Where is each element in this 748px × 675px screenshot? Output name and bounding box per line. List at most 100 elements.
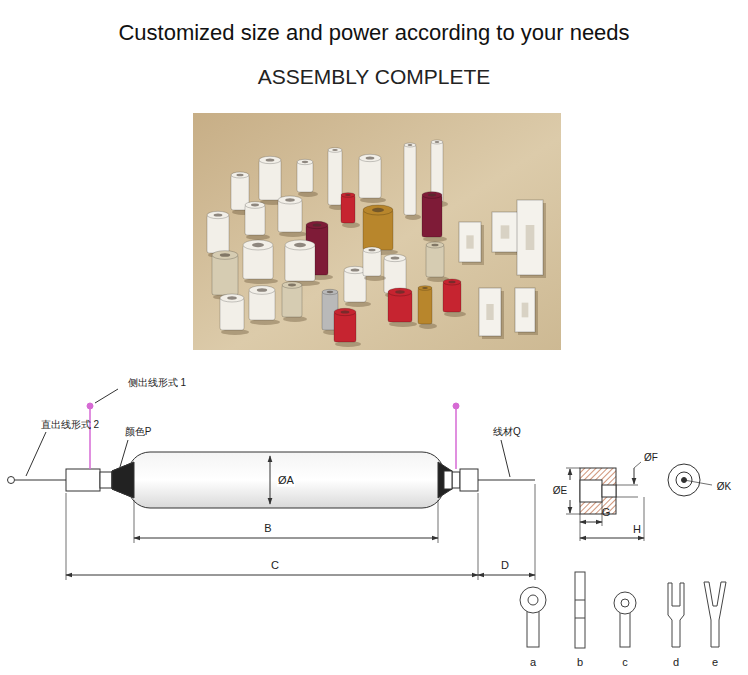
extension-line	[66, 493, 67, 580]
part-top	[418, 286, 432, 291]
extension-line	[644, 497, 645, 541]
side-wire	[455, 409, 457, 469]
dimension-label: ØE	[553, 485, 567, 497]
part-hole	[294, 243, 306, 247]
ceramic-part	[404, 145, 416, 215]
part-hole	[214, 213, 223, 216]
fork-terminal	[704, 582, 726, 647]
part-top	[285, 240, 315, 250]
part-hole	[448, 281, 455, 284]
part-hole	[285, 198, 295, 201]
part-hole	[252, 243, 264, 247]
dimension-label: C	[271, 559, 279, 572]
ceramic-block	[515, 288, 535, 332]
ceramic-part	[426, 245, 444, 277]
lead-wire	[15, 480, 66, 481]
part-top	[297, 159, 313, 164]
part-top	[363, 247, 381, 253]
part-hole	[257, 288, 267, 292]
part-top	[207, 211, 229, 218]
ceramic-part	[443, 282, 461, 312]
end-cap	[460, 469, 478, 491]
ceramic-part	[207, 215, 229, 253]
part-hole	[351, 268, 360, 271]
terminal-letter: d	[673, 656, 679, 669]
extension-line	[566, 468, 580, 469]
pin-band	[575, 618, 585, 619]
part-hole	[220, 253, 230, 257]
lamp-tube	[128, 452, 444, 508]
leader-line	[120, 440, 128, 467]
part-top	[322, 289, 338, 294]
part-top	[388, 288, 412, 296]
section-bore	[602, 485, 616, 497]
ceramic-part	[341, 195, 355, 223]
dimension-line	[570, 469, 571, 480]
part-hole	[227, 296, 237, 299]
extension-line	[535, 484, 536, 580]
part-top	[243, 240, 273, 250]
part-top	[404, 143, 416, 147]
extension-line	[580, 514, 581, 541]
part-top	[278, 196, 302, 204]
dimension-line	[634, 468, 635, 484]
part-top	[259, 156, 281, 163]
terminal-barrel	[527, 611, 539, 647]
leader-line	[26, 432, 46, 476]
extension-line	[478, 493, 479, 580]
part-hole	[341, 310, 350, 313]
ceramic-part	[334, 312, 356, 342]
color-section	[112, 462, 134, 498]
terminal-letter: b	[577, 656, 583, 669]
ceramic-part	[282, 285, 302, 317]
leader-line	[684, 480, 712, 485]
part-top	[422, 192, 442, 199]
dimension-label: ØA	[277, 474, 295, 487]
part-top	[282, 282, 302, 289]
extension-line	[566, 514, 580, 515]
cap-sleeve	[452, 472, 460, 488]
ceramic-part	[363, 210, 393, 250]
terminal-types	[520, 572, 726, 648]
part-top	[443, 279, 461, 285]
dimension-line	[270, 456, 271, 504]
part-top	[363, 205, 393, 215]
dimension-label: ØK	[717, 481, 731, 493]
dimension-label: 侧出线形式 1	[128, 377, 186, 389]
ceramic-part	[278, 200, 302, 232]
dimension-label: 线材Q	[493, 426, 521, 438]
extension-line	[616, 485, 638, 486]
ceramic-block	[459, 222, 481, 262]
part-hole	[288, 284, 296, 287]
page-title: Customized size and power according to y…	[118, 20, 629, 46]
end-cap	[66, 469, 100, 491]
dimension-label: B	[264, 522, 271, 535]
extension-line	[438, 500, 439, 543]
terminal-letter: c	[622, 656, 628, 669]
dimension-label: D	[501, 559, 509, 572]
part-hole	[391, 256, 400, 259]
dimension-line	[580, 538, 644, 539]
part-hole	[431, 244, 438, 247]
part-top	[212, 251, 238, 260]
terminal-letter: a	[530, 656, 536, 669]
part-hole	[302, 161, 308, 163]
part-top	[249, 286, 275, 295]
ceramic-part	[212, 255, 238, 295]
ceramic-part	[418, 288, 432, 324]
fork-terminal	[668, 583, 684, 647]
part-hole	[428, 194, 436, 197]
part-hole	[266, 158, 275, 161]
part-hole	[345, 194, 351, 196]
ring-terminal	[520, 587, 546, 613]
section-bore	[580, 480, 602, 502]
part-hole	[395, 290, 405, 293]
part-top	[220, 294, 244, 302]
dimension-line	[580, 522, 602, 523]
part-top	[341, 193, 355, 198]
extension-line	[616, 497, 638, 498]
part-hole	[372, 208, 384, 212]
color-section	[438, 462, 452, 498]
part-top	[359, 154, 381, 161]
